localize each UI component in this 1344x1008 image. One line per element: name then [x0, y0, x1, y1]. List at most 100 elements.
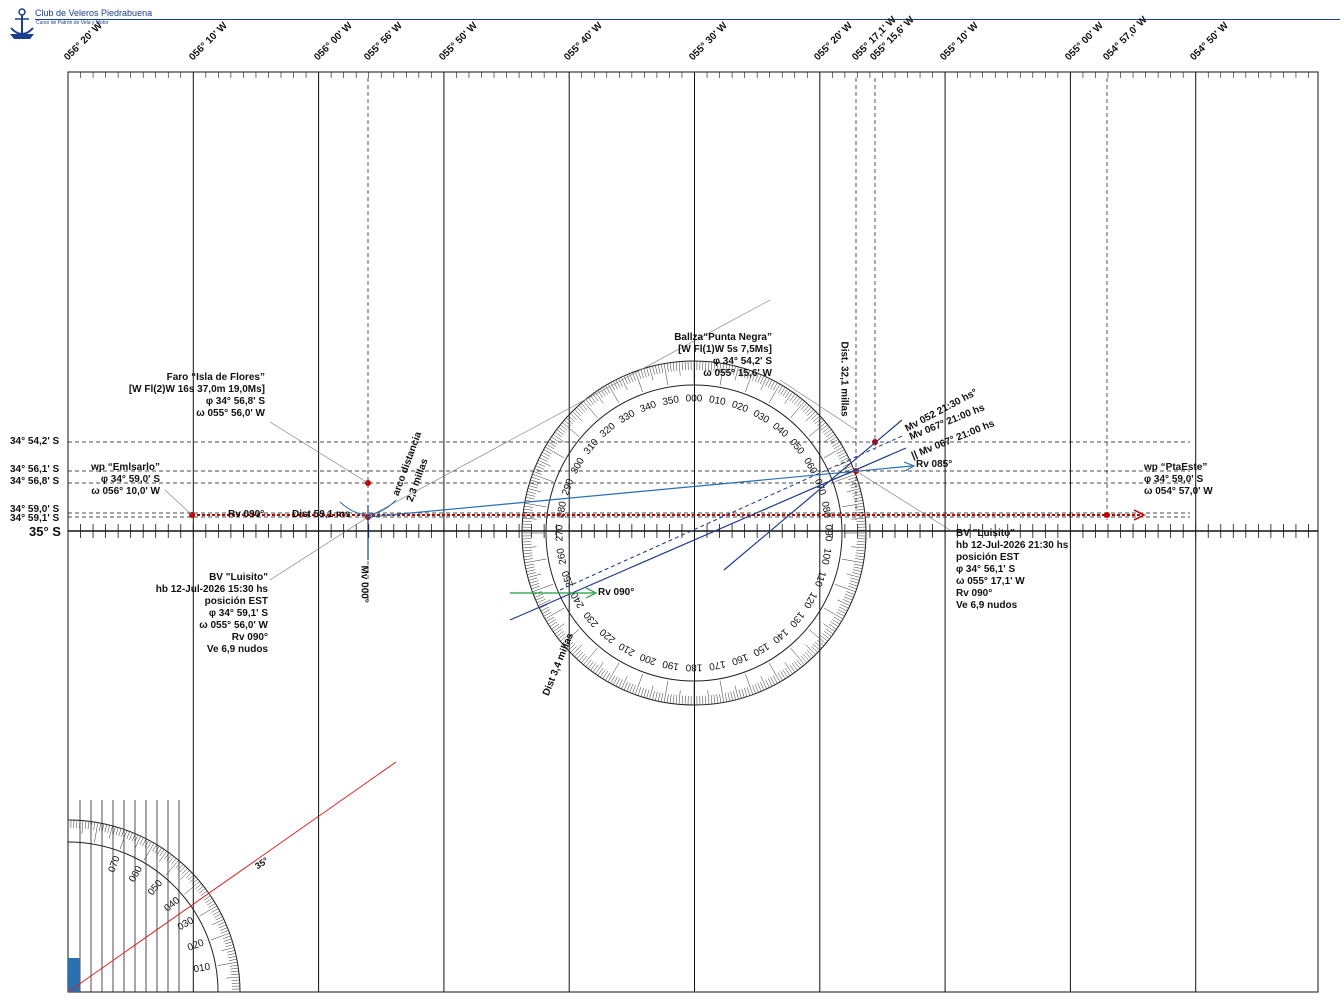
protractor-label: 170: [708, 658, 727, 672]
small-protractor-tick: [129, 832, 133, 841]
protractor-tick: [840, 604, 849, 609]
protractor-tick: [663, 363, 669, 386]
course-arrow: [1133, 509, 1146, 521]
protractor-tick: [666, 363, 669, 373]
small-protractor-tick: [226, 976, 240, 979]
protractor-tick: [837, 599, 850, 606]
small-protractor-tick: [171, 858, 177, 865]
protractor-tick: [576, 407, 584, 414]
protractor-tick: [839, 454, 848, 460]
bv-end-label: BV "Luisito" hb 12-Jul-2026 21:30 hs pos…: [956, 528, 1069, 611]
protractor-tick: [542, 609, 551, 614]
protractor-tick: [640, 687, 644, 697]
small-protractor-tick: [231, 973, 240, 976]
protractor-tick: [837, 452, 846, 457]
protractor-tick: [536, 462, 546, 467]
protractor-tick: [757, 682, 762, 692]
protractor-tick: [808, 629, 826, 644]
protractor-tick: [522, 520, 532, 522]
protractor-tick: [814, 641, 822, 649]
protractor-label: 200: [638, 651, 658, 667]
protractor-tick: [832, 441, 840, 447]
protractor-tick: [522, 544, 532, 546]
protractor-tick: [824, 429, 832, 436]
protractor-tick: [564, 639, 572, 647]
protractor-tick: [621, 676, 628, 689]
small-protractor-tick: [228, 955, 237, 959]
protractor-tick: [842, 599, 852, 604]
protractor-tick: [780, 671, 786, 679]
protractor-tick: [849, 580, 859, 584]
protractor-tick: [657, 364, 661, 374]
protractor-tick: [590, 663, 597, 671]
protractor-tick: [710, 361, 713, 371]
protractor-tick: [837, 609, 846, 614]
protractor-tick: [830, 621, 839, 627]
protractor-tick: [566, 641, 574, 649]
protractor-tick: [580, 655, 588, 663]
protractor-tick: [663, 680, 669, 703]
small-protractor-tick: [211, 908, 219, 913]
protractor-tick: [746, 687, 751, 696]
protractor-tick: [666, 693, 669, 703]
protractor-tick: [610, 675, 616, 684]
protractor-tick: [784, 667, 791, 676]
protractor-tick: [522, 546, 537, 549]
protractor-tick: [564, 419, 572, 427]
chart-frame: [67, 71, 1319, 993]
protractor-tick: [782, 669, 788, 678]
protractor-tick: [834, 473, 856, 482]
protractor-tick: [600, 388, 606, 397]
protractor-tick: [646, 367, 650, 377]
small-protractor-tick: [181, 868, 188, 875]
protractor-tick: [543, 449, 552, 455]
protractor-tick: [804, 407, 812, 414]
protractor-tick: [669, 362, 672, 372]
protractor-tick: [572, 644, 583, 655]
protractor-tick: [527, 572, 536, 575]
protractor-tick: [526, 494, 536, 497]
protractor-label: 260: [555, 547, 569, 566]
protractor-tick: [643, 688, 647, 698]
small-protractor-tick: [158, 850, 167, 862]
protractor-tick: [548, 619, 556, 625]
protractor-tick: [528, 577, 538, 581]
protractor-tick: [853, 563, 863, 567]
small-protractor-tick: [206, 900, 214, 906]
protractor-tick: [772, 382, 778, 391]
protractor-tick: [727, 692, 731, 702]
protractor-tick: [719, 363, 725, 386]
protractor-tick: [754, 684, 759, 693]
protractor-tick: [568, 415, 575, 423]
small-protractor-tick: [210, 932, 230, 941]
protractor-tick: [854, 558, 864, 561]
protractor-tick: [784, 390, 791, 399]
protractor-tick: [805, 411, 816, 422]
protractor-tick: [790, 647, 805, 665]
protractor-tick: [811, 646, 818, 653]
protractor-tick: [602, 387, 608, 395]
protractor-tick: [843, 465, 853, 470]
protractor-tick: [804, 652, 812, 659]
protractor-label: 340: [638, 399, 658, 415]
protractor-tick: [713, 362, 716, 372]
protractor-tick: [724, 364, 728, 374]
protractor-tick: [556, 429, 564, 436]
small-protractor-tick: [121, 829, 125, 838]
protractor-tick: [634, 673, 643, 695]
mv052-line: [723, 419, 903, 571]
protractor-tick: [846, 573, 861, 578]
protractor-tick: [841, 558, 864, 564]
protractor-tick: [539, 457, 548, 462]
protractor-tick: [590, 395, 597, 403]
protractor-tick: [560, 424, 568, 431]
protractor-label: 100: [819, 547, 833, 566]
protractor-tick: [853, 496, 863, 500]
baliza-leader: [367, 299, 771, 518]
protractor-tick: [823, 607, 844, 620]
protractor-tick: [652, 366, 655, 375]
small-protractor-tick: [221, 947, 235, 952]
protractor-tick: [540, 454, 549, 460]
protractor-tick: [802, 653, 810, 661]
protractor-tick: [572, 411, 583, 422]
